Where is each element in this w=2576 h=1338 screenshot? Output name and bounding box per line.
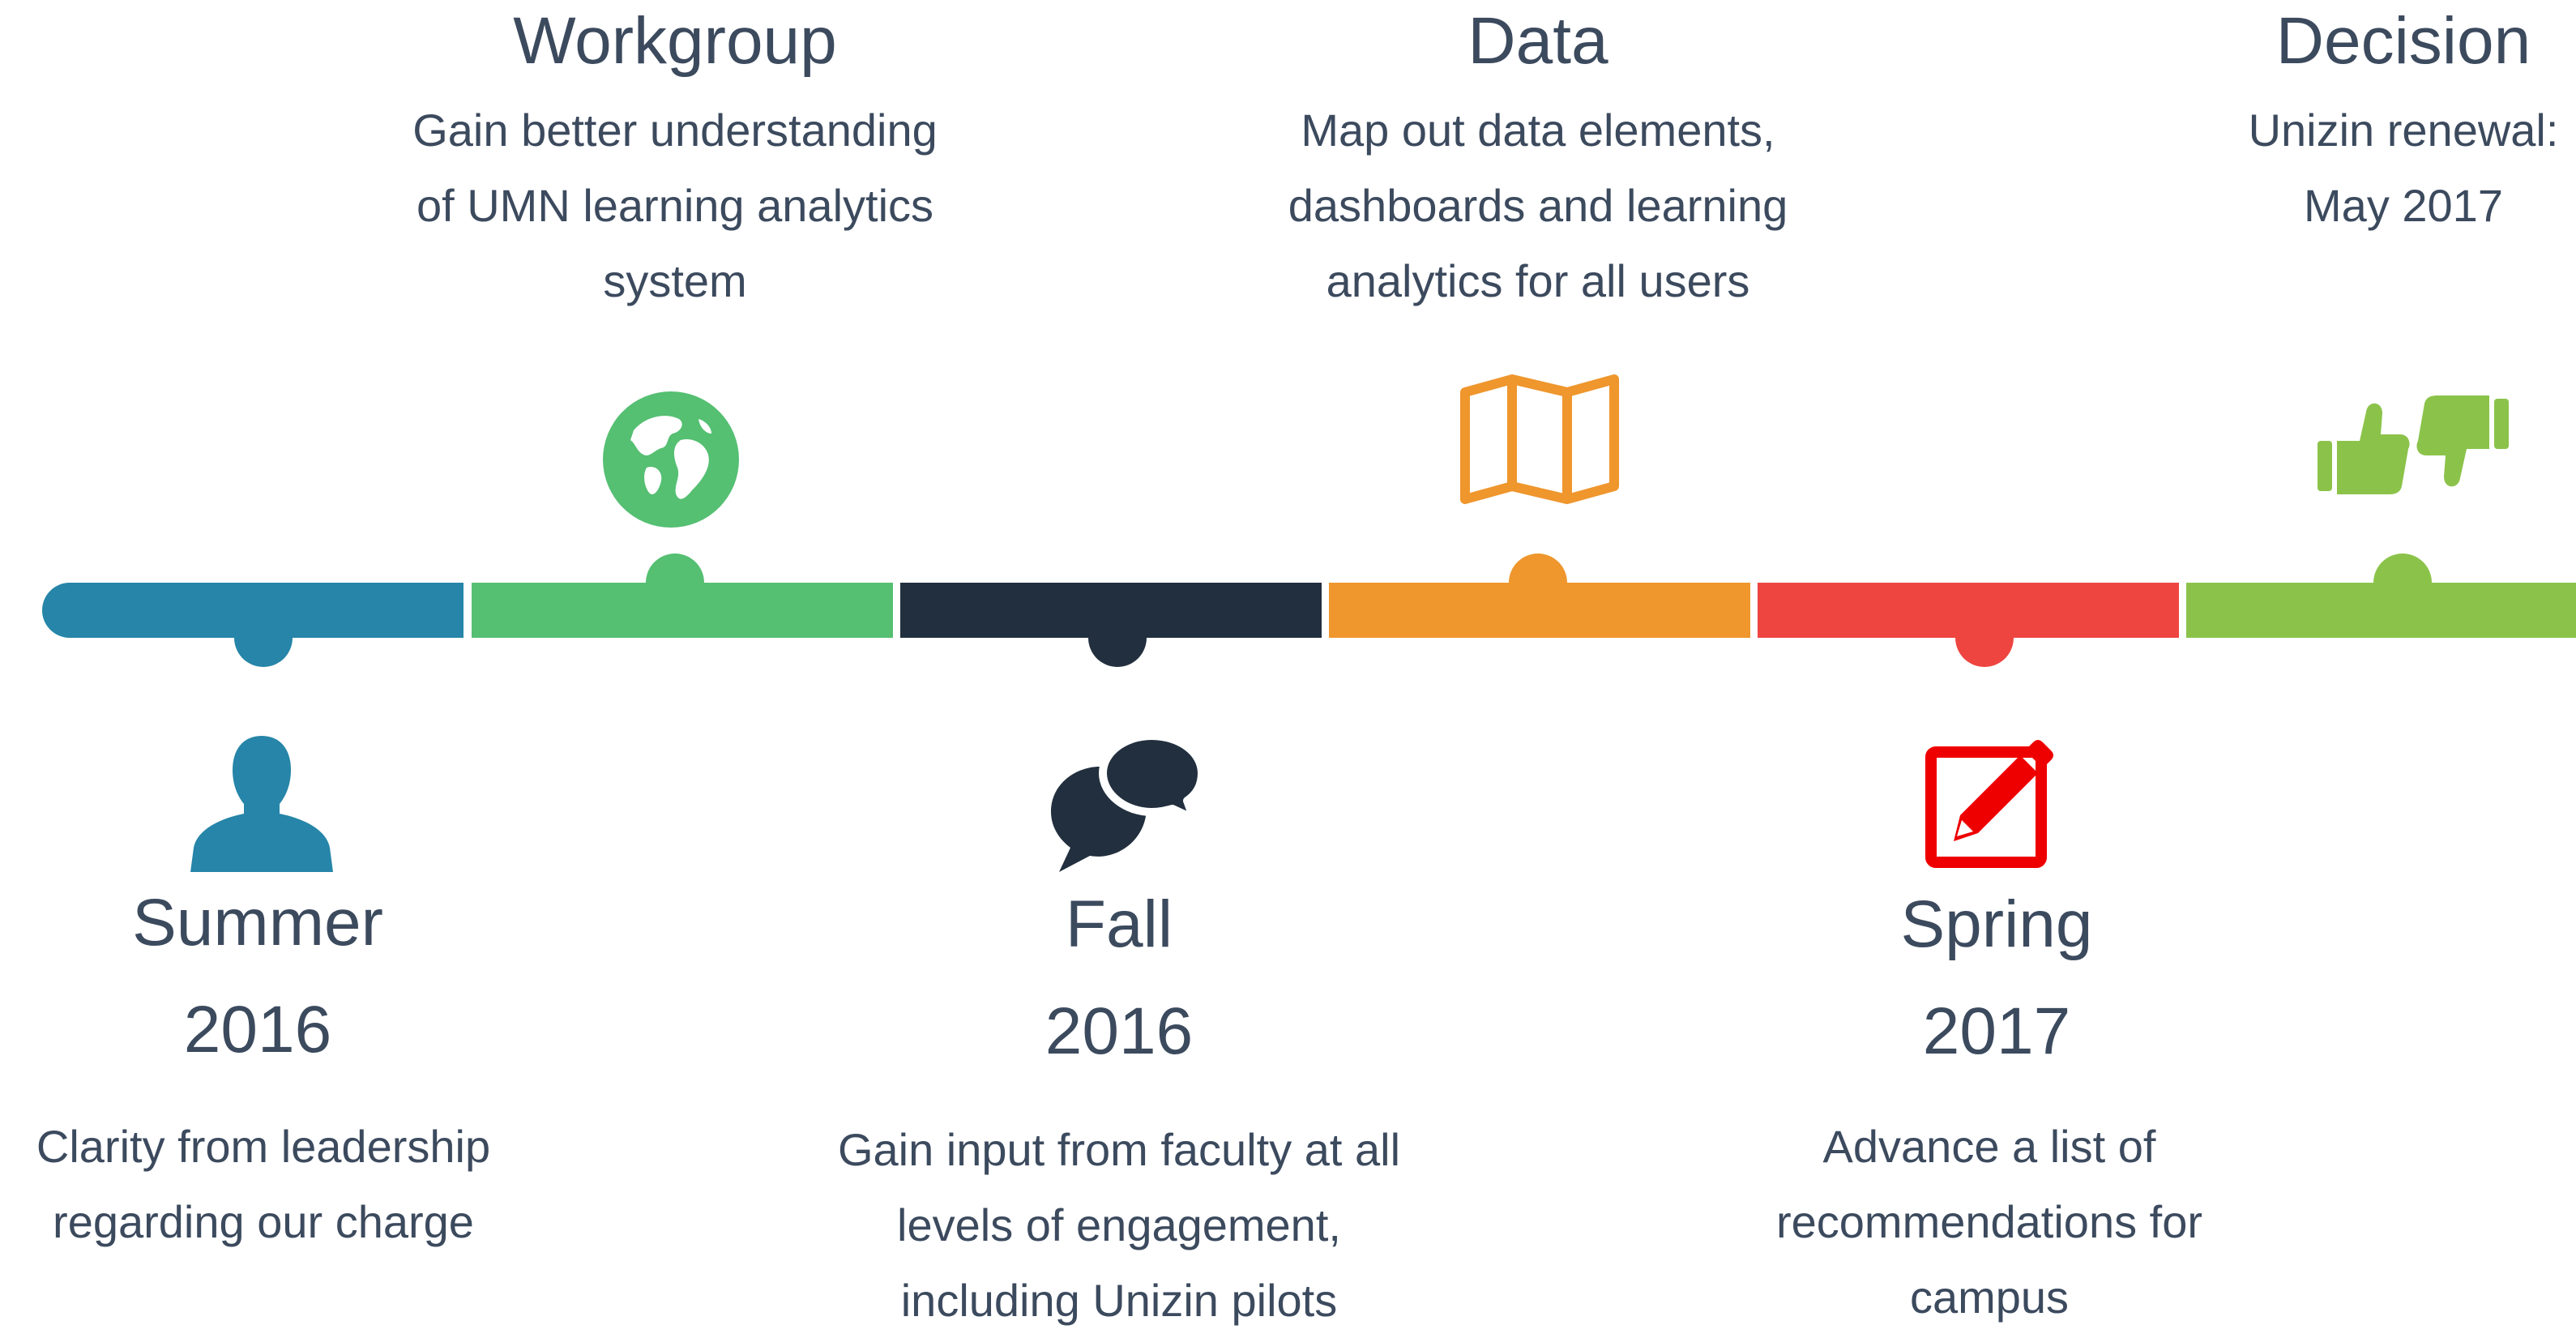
globe-icon bbox=[603, 391, 739, 528]
description-line: Map out data elements, bbox=[1301, 105, 1775, 156]
description-line: of UMN learning analytics bbox=[416, 180, 934, 231]
description-line: levels of engagement, bbox=[897, 1199, 1341, 1250]
milestone-title: Decision bbox=[2275, 4, 2531, 78]
milestone-dot-workgroup bbox=[646, 554, 704, 612]
milestone-season: Spring bbox=[1900, 887, 2093, 961]
milestone-dot-data bbox=[1509, 554, 1567, 612]
description-line: Gain better understanding bbox=[412, 105, 938, 156]
milestone-description: Clarity from leadership regarding our ch… bbox=[36, 1109, 490, 1259]
milestone-description: Gain input from faculty at all levels of… bbox=[838, 1112, 1400, 1338]
milestone-dot-spring bbox=[1955, 609, 2014, 667]
description-line: recommendations for bbox=[1775, 1196, 2203, 1247]
description-line: Gain input from faculty at all bbox=[837, 1124, 1401, 1175]
description-line: Unizin renewal: bbox=[2248, 105, 2559, 156]
milestone-year: 2016 bbox=[1044, 994, 1194, 1068]
milestone-description: Map out data elements, dashboards and le… bbox=[1288, 92, 1788, 318]
description-line: Clarity from leadership bbox=[36, 1121, 491, 1172]
description-line: Advance a list of bbox=[1822, 1121, 2156, 1172]
milestone-year: 2016 bbox=[183, 993, 332, 1067]
milestone-season: Summer bbox=[132, 886, 383, 960]
map-icon bbox=[1460, 374, 1619, 504]
milestone-dot-fall bbox=[1088, 609, 1147, 667]
milestone-year: 2017 bbox=[1922, 994, 2071, 1068]
milestone-season: Fall bbox=[1065, 887, 1173, 961]
milestone-dot-decision bbox=[2373, 554, 2432, 612]
chat-bubbles-icon bbox=[1051, 734, 1203, 872]
description-line: regarding our charge bbox=[53, 1196, 474, 1247]
edit-icon bbox=[1925, 740, 2053, 868]
description-line: campus bbox=[1909, 1272, 2070, 1323]
description-line: May 2017 bbox=[2304, 180, 2503, 231]
milestone-description: Gain better understanding of UMN learnin… bbox=[412, 92, 938, 318]
milestone-title: Workgroup bbox=[513, 4, 837, 78]
description-line: system bbox=[603, 255, 747, 306]
milestone-dot-summer bbox=[234, 609, 293, 667]
milestone-title: Data bbox=[1467, 4, 1608, 78]
description-line: including Unizin pilots bbox=[900, 1275, 1338, 1326]
description-line: analytics for all users bbox=[1326, 255, 1750, 306]
milestone-description: Unizin renewal: May 2017 bbox=[2249, 92, 2559, 243]
milestone-description: Advance a list of recommendations for ca… bbox=[1776, 1109, 2202, 1335]
user-icon bbox=[190, 736, 333, 872]
description-line: dashboards and learning bbox=[1288, 180, 1788, 231]
thumbs-up-down-icon bbox=[2318, 395, 2509, 494]
